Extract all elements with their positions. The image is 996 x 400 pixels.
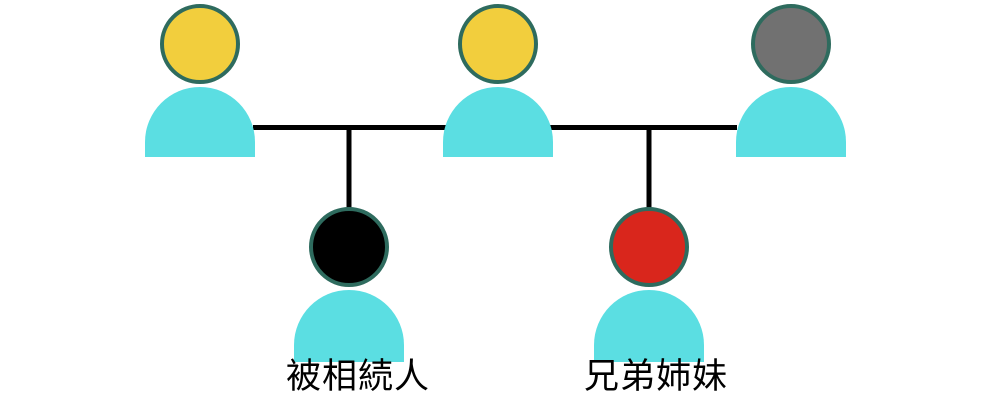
label-sibling: 兄弟姉妹 [583, 357, 729, 396]
label-decedent: 被相続人 [285, 357, 431, 396]
person-head-icon [458, 4, 538, 84]
person-parent-left [145, 4, 255, 157]
person-sibling [594, 207, 704, 362]
person-parent-center [443, 4, 553, 157]
person-head-icon [309, 207, 389, 287]
person-body-icon [145, 87, 255, 157]
person-body-icon [294, 290, 404, 362]
person-body-icon [736, 87, 846, 157]
person-head-icon [751, 4, 831, 84]
person-head-icon [160, 4, 240, 84]
person-head-icon [609, 207, 689, 287]
person-parent-right [736, 4, 846, 157]
person-decedent [294, 207, 404, 362]
person-body-icon [594, 290, 704, 362]
person-body-icon [443, 87, 553, 157]
